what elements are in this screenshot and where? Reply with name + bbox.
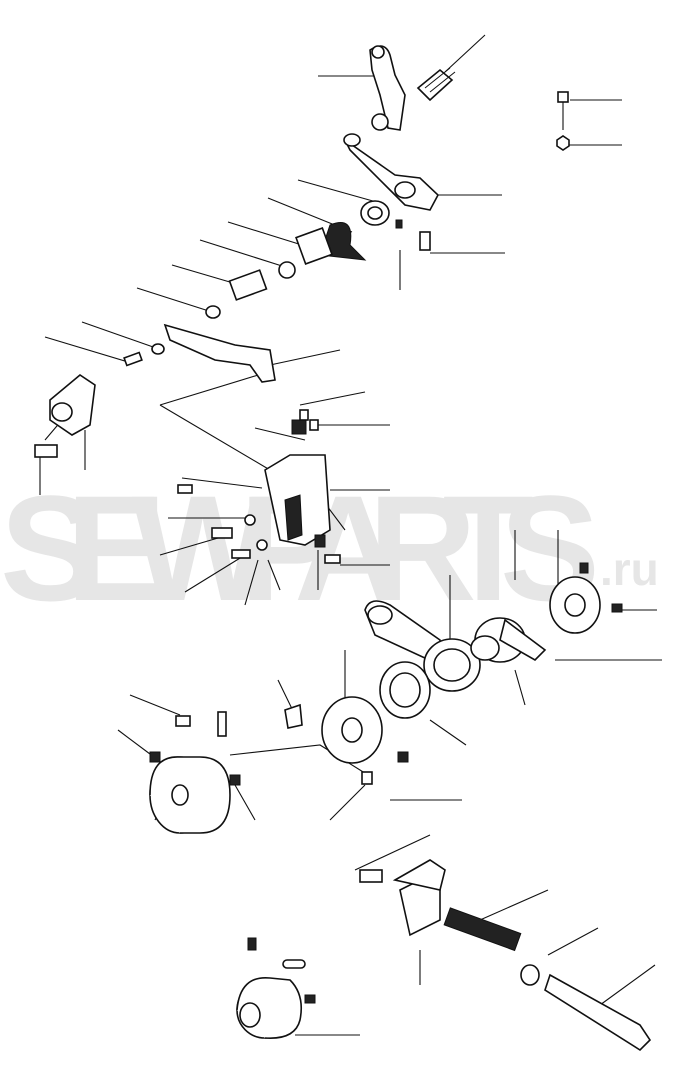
bottom-cam bbox=[236, 937, 316, 1039]
screw-small-top bbox=[556, 91, 570, 151]
watermark-suffix: .ru bbox=[600, 543, 659, 595]
eccentric-wheel bbox=[149, 703, 303, 834]
leader-lines bbox=[39, 34, 662, 1036]
slide-block-assembly bbox=[359, 859, 652, 1052]
crank-left bbox=[34, 374, 96, 458]
shaft-bushings bbox=[123, 200, 431, 367]
bracket-plate bbox=[163, 323, 276, 383]
cam-block bbox=[177, 409, 341, 564]
connecting-rod bbox=[364, 562, 623, 692]
lever-assembly bbox=[343, 45, 456, 211]
needle-bearing bbox=[321, 661, 431, 785]
